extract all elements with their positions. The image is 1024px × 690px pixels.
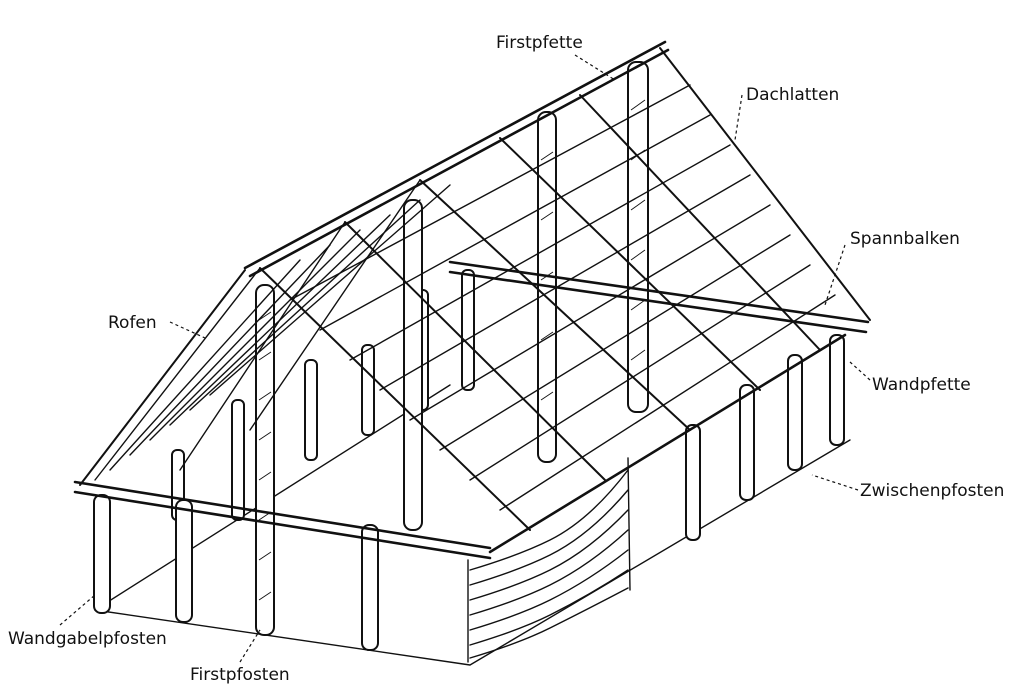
post-hatching	[258, 99, 646, 601]
label-zwischenpfosten: Zwischenpfosten	[860, 481, 1004, 501]
gable-wall-posts	[93, 494, 379, 651]
wattle-wall	[467, 457, 631, 663]
roof-frame	[73, 40, 871, 560]
labels: Firstpfette Dachlatten Spannbalken Rofen…	[8, 33, 1004, 685]
label-dachlatten: Dachlatten	[746, 85, 839, 105]
right-wall-posts	[685, 334, 845, 541]
label-spannbalken: Spannbalken	[850, 229, 960, 249]
label-firstpfosten: Firstpfosten	[190, 665, 290, 685]
label-wandpfette: Wandpfette	[872, 375, 971, 395]
leader-lines	[59, 54, 871, 663]
label-firstpfette: Firstpfette	[496, 33, 583, 53]
label-rofen: Rofen	[108, 313, 157, 333]
back-wall-posts	[171, 269, 475, 521]
label-wandgabelpfosten: Wandgabelpfosten	[8, 629, 167, 649]
ridge-posts	[255, 61, 649, 636]
